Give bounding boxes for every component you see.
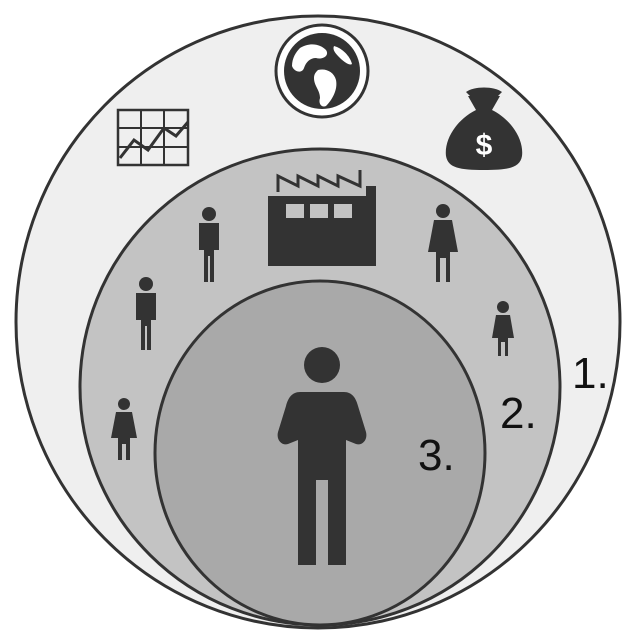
person-icon-woman-right-low — [492, 301, 514, 356]
svg-text:$: $ — [476, 129, 493, 162]
factory-icon — [268, 170, 376, 266]
money-bag-icon: $ — [445, 87, 523, 170]
label-middle: 2. — [500, 389, 537, 438]
label-outer: 1. — [572, 349, 609, 398]
label-inner: 3. — [418, 431, 455, 480]
globe-icon — [274, 23, 370, 119]
person-icon-woman-left-low — [111, 398, 137, 460]
person-icon-woman-right-top — [428, 204, 458, 282]
person-icon-man-left-mid — [136, 277, 156, 350]
person-icon-man-left-top — [199, 207, 219, 282]
person-icon-center — [277, 347, 367, 565]
line-chart-icon — [116, 108, 190, 167]
